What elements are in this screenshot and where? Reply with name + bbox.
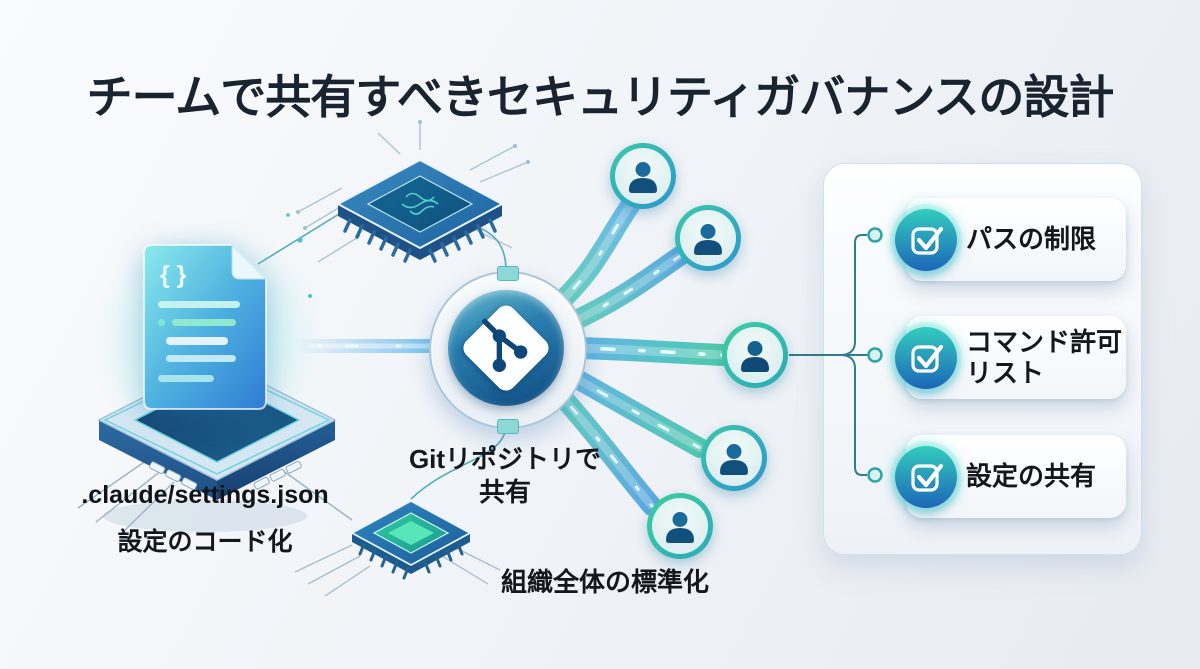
user-avatar-2	[675, 205, 741, 271]
person-icon	[741, 341, 769, 372]
git-hub-label: Gitリポジトリで 共有	[385, 443, 625, 508]
chip-circuit-pattern	[401, 192, 439, 215]
git-badge-bottom-tab	[497, 419, 519, 434]
config-path-label: .claude/settings.json	[81, 481, 329, 509]
ribbon-connections	[546, 190, 733, 516]
governance-item-label: 設定の共有	[966, 461, 1097, 492]
json-document-icon: { }	[143, 243, 268, 410]
git-hub-label-line1: Gitリポジトリで	[408, 444, 602, 474]
chip-pins	[358, 542, 464, 580]
chip-pins	[343, 218, 497, 263]
person-icon	[666, 512, 694, 543]
governance-item-command-allowlist: コマンド許可リスト	[895, 316, 1126, 399]
git-hub-label-line2: 共有	[478, 476, 531, 507]
standardization-caption: 組織全体の標準化	[500, 567, 709, 597]
governance-item-settings-sharing: 設定の共有	[895, 435, 1126, 518]
user-avatar-1	[610, 143, 676, 209]
user-avatar-4	[701, 425, 767, 491]
user-avatar-3	[722, 322, 788, 388]
platform-trace-lines	[77, 457, 353, 536]
git-hub-badge	[429, 266, 587, 434]
person-icon	[720, 444, 748, 475]
config-caption: 設定のコード化	[117, 528, 293, 556]
code-lines	[158, 301, 240, 382]
connector-nodes	[867, 227, 883, 483]
governance-item-label: パスの制限	[966, 224, 1097, 255]
chip-trace-lines	[297, 122, 529, 263]
governance-item-label: コマンド許可リスト	[966, 326, 1123, 388]
checkbox-check-icon	[895, 208, 957, 271]
person-icon	[629, 162, 657, 193]
platform-pins	[149, 460, 302, 491]
chip-trace-lines-bottom	[294, 544, 501, 597]
checkbox-check-icon	[895, 445, 957, 508]
person-icon	[694, 224, 722, 255]
braces-glyph: { }	[160, 261, 187, 289]
git-badge-top-tab	[497, 266, 519, 281]
governance-item-path-restriction: パスの制限	[895, 198, 1126, 281]
git-logo-icon	[482, 318, 528, 372]
cpu-chip-icon-bottom	[350, 499, 472, 580]
checkbox-check-icon	[895, 326, 957, 389]
git-badge-inner-circle	[448, 290, 564, 406]
cpu-chip-icon-top	[335, 158, 505, 263]
folded-corner	[231, 243, 268, 280]
page-title: チームで共有すべきセキュリティガバナンスの設計	[86, 70, 1115, 123]
user-avatar-5	[647, 493, 713, 559]
